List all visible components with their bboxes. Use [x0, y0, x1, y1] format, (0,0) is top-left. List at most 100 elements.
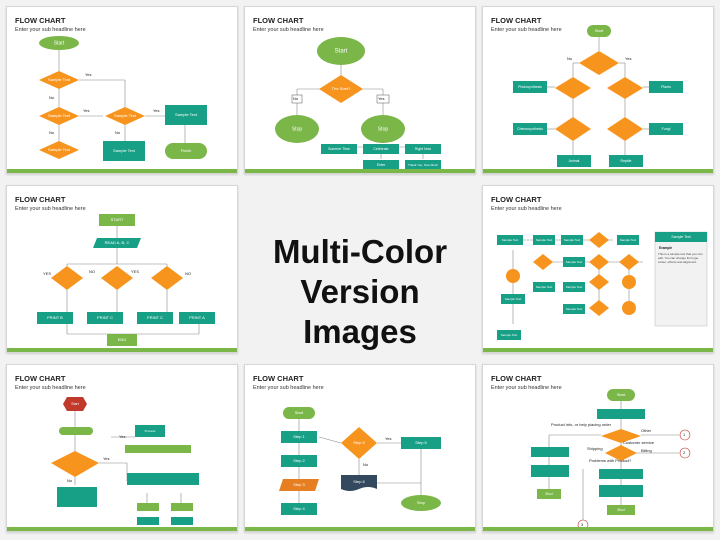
svg-text:END: END	[118, 337, 127, 342]
svg-text:YES: YES	[131, 269, 139, 274]
decision-diamond: Sample Text	[39, 71, 79, 89]
process-box: Sample Text	[533, 235, 555, 245]
slide-thumbnail-7[interactable]: FLOW CHART Enter your sub headline here …	[244, 364, 476, 532]
slide-thumbnail-4[interactable]: FLOW CHART Enter your sub headline here …	[6, 185, 238, 353]
slide-thumbnail-5[interactable]: FLOW CHART Enter your sub headline here …	[482, 185, 714, 353]
svg-text:Sample Text: Sample Text	[501, 333, 518, 337]
svg-text:Sample Text: Sample Text	[566, 307, 583, 311]
svg-text:Yes: Yes	[378, 96, 385, 101]
slide-title: FLOW CHART	[253, 374, 304, 383]
process-pill	[59, 427, 93, 435]
process-box-highlight: Step 3	[279, 479, 319, 491]
accent-bar	[483, 348, 713, 352]
process-box	[599, 485, 643, 497]
slide-thumbnail-6[interactable]: FLOW CHART Enter your sub headline here …	[6, 364, 238, 532]
svg-text:Sample Text: Sample Text	[536, 285, 553, 289]
decision-diamond	[607, 117, 643, 141]
slide-subtitle: Enter your sub headline here	[15, 385, 86, 391]
decision-diamond	[579, 51, 619, 75]
svg-text:Shipping: Shipping	[587, 446, 603, 451]
start-terminator: Start	[283, 407, 315, 419]
svg-text:No: No	[67, 478, 73, 483]
sidebar-panel: Sample Text Example This is a sample tex…	[654, 231, 708, 327]
process-box: Sample Text	[501, 294, 525, 304]
flowchart-diagram: Start The Start? No Yes Stop Stop Summer…	[275, 37, 441, 170]
process-box: Right Now	[405, 144, 441, 154]
slide-subtitle: Enter your sub headline here	[491, 385, 562, 391]
svg-text:Step 3: Step 3	[293, 482, 305, 487]
accent-bar	[7, 527, 237, 531]
svg-text:Plants: Plants	[661, 85, 671, 89]
slide-thumbnail-2[interactable]: FLOW CHART Enter your sub headline here …	[244, 6, 476, 174]
svg-text:Other: Other	[641, 428, 652, 433]
svg-text:PRINT A: PRINT A	[189, 315, 205, 320]
slide-thumbnail-1[interactable]: FLOW CHART Enter your sub headline here …	[6, 6, 238, 174]
svg-text:Sample Text: Sample Text	[566, 285, 583, 289]
svg-text:Photosynthesis: Photosynthesis	[518, 85, 542, 89]
slide-subtitle: Enter your sub headline here	[15, 206, 86, 212]
process-box: Step 1	[281, 431, 317, 443]
decision-diamond	[51, 266, 83, 290]
slide-subtitle: Enter your sub headline here	[15, 27, 86, 33]
decision-diamond: Sample Text	[39, 141, 79, 159]
process-box	[171, 503, 193, 511]
svg-text:Yes: Yes	[103, 456, 110, 461]
slide-title: FLOW CHART	[253, 16, 304, 25]
end-terminator: End	[607, 505, 635, 515]
decision-diamond	[589, 300, 609, 316]
data-box: Step 6	[341, 475, 377, 491]
flowchart-diagram: Start Step 1 Step 2 Step 3 Step 4 Step 5…	[279, 407, 441, 515]
svg-text:Sample Text: Sample Text	[175, 112, 198, 117]
svg-text:Sample Text: Sample Text	[48, 147, 71, 152]
process-box: Sample Text	[165, 105, 207, 125]
accent-bar	[245, 169, 475, 173]
svg-text:No: No	[363, 462, 369, 467]
process-box: Process	[135, 425, 165, 437]
process-box	[137, 503, 159, 511]
svg-text:No: No	[293, 96, 299, 101]
slide-title: FLOW CHART	[15, 16, 66, 25]
process-box: Step 2	[281, 455, 317, 467]
svg-text:Animal: Animal	[569, 159, 580, 163]
finish-terminator: Finish	[165, 143, 207, 159]
svg-text:PRINT C: PRINT C	[147, 315, 163, 320]
svg-text:NO: NO	[185, 271, 191, 276]
flowchart-diagram: Start Photosynthesis Plants Chemosynthes…	[513, 25, 683, 167]
process-box: Thank You, Now Much	[405, 160, 441, 170]
svg-text:YES: YES	[43, 271, 51, 276]
process-box: Celebrate	[363, 144, 399, 154]
decision-diamond	[589, 274, 609, 290]
decision-diamond	[605, 445, 637, 461]
svg-text:Yes: Yes	[153, 108, 160, 113]
decision-diamond	[619, 254, 639, 270]
process-box: Sample Text	[561, 235, 583, 245]
svg-text:Fungi: Fungi	[662, 127, 671, 131]
svg-text:End: End	[545, 491, 552, 496]
start-terminator: Start	[607, 389, 635, 401]
process-box: Chemosynthesis	[513, 123, 547, 135]
svg-text:Enter: Enter	[377, 163, 386, 167]
svg-text:Step 6: Step 6	[415, 440, 427, 445]
accent-bar	[7, 348, 237, 352]
svg-text:Sample Text: Sample Text	[620, 238, 637, 242]
process-box: Reptile	[609, 155, 643, 167]
svg-text:Start: Start	[335, 49, 348, 55]
svg-text:Start: Start	[595, 28, 604, 33]
connector-circle	[506, 269, 520, 283]
process-box: Plants	[649, 81, 683, 93]
process-box	[531, 465, 569, 477]
svg-text:1: 1	[683, 432, 686, 437]
slide-thumbnail-3[interactable]: FLOW CHART Enter your sub headline here …	[482, 6, 714, 174]
connector-circle	[622, 301, 636, 315]
decision-diamond	[589, 254, 609, 270]
decision-diamond: Step 5	[341, 427, 377, 459]
svg-text:Step 4: Step 4	[293, 506, 305, 511]
decision-diamond: The Start?	[319, 75, 363, 103]
slide-title: FLOW CHART	[15, 374, 66, 383]
svg-text:Start: Start	[71, 402, 78, 406]
slide-thumbnail-8[interactable]: FLOW CHART Enter your sub headline here …	[482, 364, 714, 532]
svg-text:Step 5: Step 5	[353, 440, 365, 445]
svg-text:Sample Text: Sample Text	[564, 238, 581, 242]
svg-text:Sample Text: Sample Text	[113, 148, 136, 153]
svg-text:Sample Text: Sample Text	[505, 297, 522, 301]
